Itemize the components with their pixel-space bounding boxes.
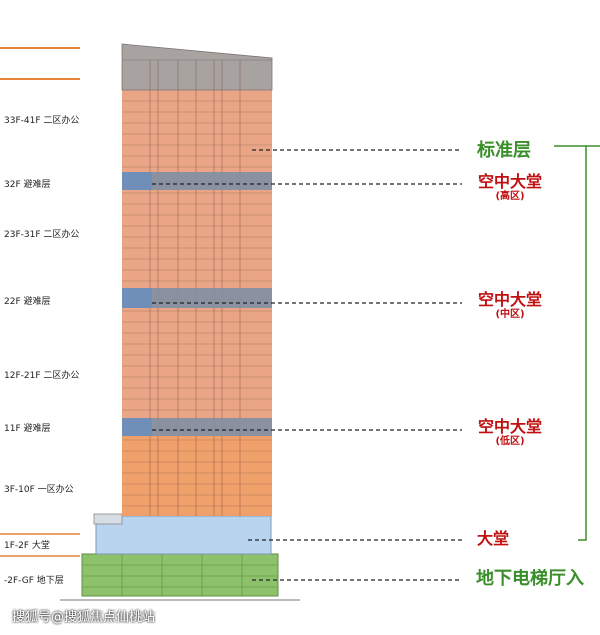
callout-sky-lobby-high-sub: (高区)	[495, 191, 525, 202]
tower-crown	[121, 43, 273, 91]
basement-grid	[82, 554, 278, 596]
callout-sky-lobby-mid-text: 空中大堂	[478, 290, 543, 309]
tower-lower-zone	[122, 436, 272, 516]
callout-basement-elevator-hall-text: 地下电梯厅入	[476, 569, 584, 589]
refuge-floor-32	[122, 172, 272, 190]
callout-sky-lobby-low-sub: (低区)	[495, 436, 525, 447]
floor-label-lobby: 1F-2F 大堂	[4, 541, 50, 551]
entrance-canopy	[93, 513, 123, 525]
floor-label-12-21: 12F-21F 二区办公	[4, 371, 80, 381]
callout-sky-lobby-high: 空中大堂 (高区)	[478, 173, 542, 203]
floor-label-33-41: 33F-41F 二区办公	[4, 116, 80, 126]
floor-label-23-31: 23F-31F 二区办公	[4, 230, 80, 240]
floor-label-refuge-11: 11F 避难层	[4, 424, 51, 434]
refuge-floor-22	[122, 288, 272, 308]
callout-basement-elevator-hall: 地下电梯厅入	[476, 569, 600, 589]
green-bracket	[554, 145, 600, 541]
callout-main-lobby: 大堂	[477, 530, 509, 548]
callout-main-lobby-text: 大堂	[477, 529, 510, 548]
floor-label-3-10: 3F-10F 一区办公	[4, 485, 74, 495]
callout-sky-lobby-mid-sub: (中区)	[495, 309, 525, 320]
floor-lines	[122, 100, 272, 507]
floor-label-basement: -2F-GF 地下层	[4, 576, 64, 586]
basement-block	[81, 553, 279, 597]
callout-sky-lobby-high-text: 空中大堂	[478, 172, 543, 191]
floor-label-refuge-32: 32F 避难层	[4, 180, 51, 190]
callout-sky-lobby-low-text: 空中大堂	[478, 417, 543, 436]
leader-lines	[152, 149, 462, 581]
floor-label-refuge-22: 22F 避难层	[4, 297, 51, 307]
refuge-floor-11	[122, 418, 272, 436]
watermark-text: 搜狐号@搜狐焦点仙桃站	[12, 610, 156, 625]
callout-sky-lobby-low: 空中大堂 (低区)	[478, 418, 542, 448]
callout-standard-floor: 标准层	[477, 141, 531, 161]
callout-standard-floor-text: 标准层	[477, 140, 531, 161]
callout-sky-lobby-mid: 空中大堂 (中区)	[478, 291, 542, 321]
